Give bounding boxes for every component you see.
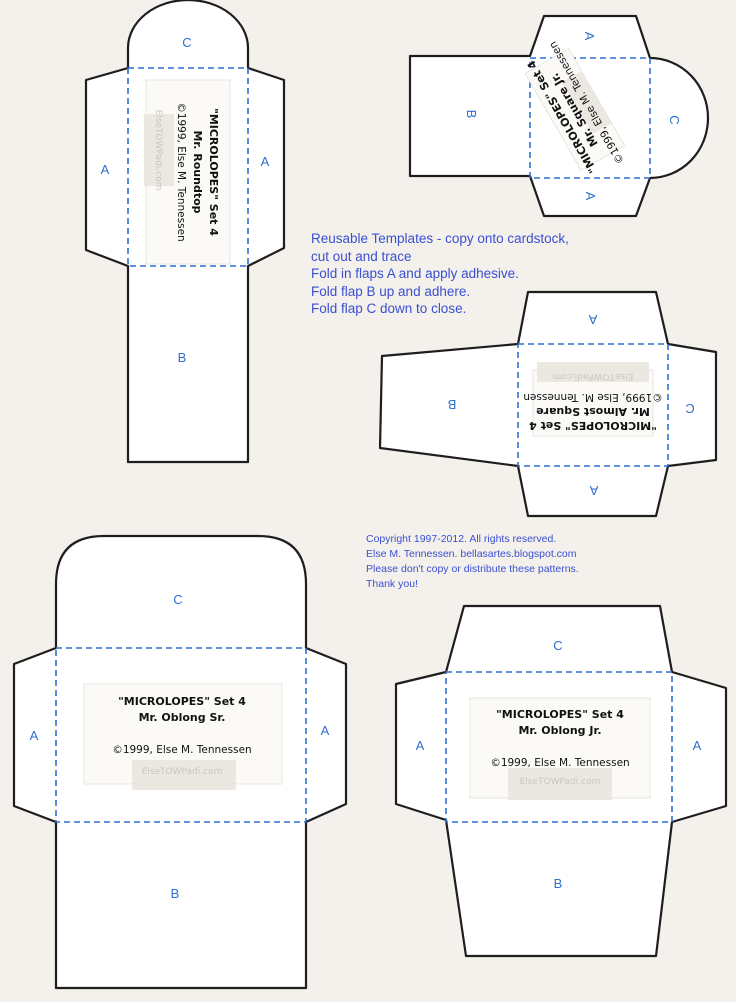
- almost-square-name-text: Mr. Almost Square: [536, 405, 650, 418]
- almost-square-credit-text: ©1999, Else M. Tennessen: [523, 391, 662, 403]
- roundtop-flap-a-left: A: [101, 162, 110, 177]
- instructions-block: Reusable Templates - copy onto cardstock…: [311, 230, 569, 318]
- roundtop-flap-c: C: [182, 35, 191, 50]
- roundtop-set-text: "MICROLOPES" Set 4: [207, 108, 220, 236]
- oblong-sr-credit-text: ©1999, Else M. Tennessen: [112, 744, 251, 756]
- oblong-jr-credit-text: ©1999, Else M. Tennessen: [490, 757, 629, 769]
- oblong-sr-stamp-text: ElseTOWPadi.com: [142, 767, 223, 777]
- template-oblong-jr: "MICROLOPES" Set 4 Mr. Oblong Jr. ©1999,…: [394, 604, 728, 958]
- almost-square-stamp-text: ElseTOWPadi.com: [553, 371, 634, 381]
- oblong-jr-fold-lines: [445, 671, 673, 823]
- square-jr-flap-a-bottom: A: [583, 192, 598, 201]
- oblong-jr-label-paper: [469, 697, 651, 799]
- template-square-jr: "MICROLOPES" Set 4 Mr. Square Jr. ©1999,…: [408, 14, 710, 218]
- roundtop-credit-text: ©1999, Else M. Tennessen: [175, 102, 187, 241]
- almost-square-set-text: "MICROLOPES" Set 4: [529, 419, 657, 432]
- square-jr-flap-b: B: [464, 110, 479, 119]
- copyright-line: Thank you!: [366, 578, 418, 590]
- oblong-jr-name-text: Mr. Oblong Jr.: [518, 724, 601, 737]
- template-oblong-sr: "MICROLOPES" Set 4 Mr. Oblong Sr. ©1999,…: [12, 534, 348, 990]
- roundtop-tape: [144, 114, 174, 186]
- almost-square-label: "MICROLOPES" Set 4 Mr. Almost Square ©19…: [523, 362, 663, 437]
- instruction-line: Fold flap B up and adhere.: [311, 283, 471, 299]
- roundtop-flap-a-right: A: [261, 154, 270, 169]
- oblong-sr-flap-a-left: A: [30, 728, 39, 743]
- square-jr-flap-c: C: [667, 115, 682, 124]
- oblong-sr-tape: [132, 760, 236, 790]
- roundtop-flap-b: B: [178, 350, 187, 365]
- square-jr-fold-lines: [529, 57, 651, 179]
- oblong-sr-label: "MICROLOPES" Set 4 Mr. Oblong Sr. ©1999,…: [83, 683, 283, 790]
- square-jr-label-paper: [524, 47, 626, 172]
- oblong-jr-flap-a-left: A: [416, 738, 425, 753]
- instruction-line: Fold flap C down to close.: [311, 301, 467, 316]
- instruction-line: Fold in flaps A and apply adhesive.: [311, 266, 519, 281]
- oblong-sr-flap-b: B: [171, 886, 180, 901]
- roundtop-stamp-text: ElseTOWPadi.com: [153, 110, 163, 191]
- oblong-jr-flap-a-right: A: [693, 738, 702, 753]
- oblong-sr-name-text: Mr. Oblong Sr.: [139, 711, 226, 724]
- template-almost-square: "MICROLOPES" Set 4 Mr. Almost Square ©19…: [378, 290, 718, 518]
- square-jr-tape: [562, 71, 612, 134]
- almost-square-flap-a-top: A: [588, 312, 597, 327]
- copyright-block: Copyright 1997-2012. All rights reserved…: [366, 532, 579, 592]
- roundtop-name-text: Mr. Roundtop: [191, 130, 204, 213]
- copyright-line: Please don't copy or distribute these pa…: [366, 563, 579, 575]
- oblong-jr-label: "MICROLOPES" Set 4 Mr. Oblong Jr. ©1999,…: [469, 697, 651, 800]
- roundtop-fold-lines: [127, 67, 249, 267]
- copyright-line: Else M. Tennessen. bellasartes.blogspot.…: [366, 548, 577, 560]
- oblong-jr-flap-c: C: [553, 638, 562, 653]
- oblong-sr-flap-c: C: [173, 592, 182, 607]
- almost-square-flap-b: B: [448, 397, 457, 412]
- instruction-line: Reusable Templates - copy onto cardstock…: [311, 231, 569, 246]
- oblong-jr-tape: [508, 768, 612, 800]
- copyright-line: Copyright 1997-2012. All rights reserved…: [366, 533, 557, 545]
- almost-square-flap-a-bottom: A: [589, 483, 598, 498]
- almost-square-flap-c: C: [685, 401, 694, 416]
- roundtop-label: "MICROLOPES" Set 4 Mr. Roundtop ©1999, E…: [144, 79, 231, 265]
- instruction-line: cut out and trace: [311, 248, 412, 264]
- oblong-jr-set-text: "MICROLOPES" Set 4: [496, 708, 624, 721]
- oblong-jr-stamp-text: ElseTOWPadi.com: [520, 777, 601, 787]
- oblong-jr-flap-b: B: [554, 876, 563, 891]
- oblong-sr-fold-lines: [55, 647, 307, 823]
- oblong-sr-flap-a-right: A: [321, 723, 330, 738]
- template-roundtop: "MICROLOPES" Set 4 Mr. Roundtop ©1999, E…: [84, 0, 286, 464]
- oblong-sr-set-text: "MICROLOPES" Set 4: [118, 695, 246, 708]
- almost-square-tape: [537, 362, 649, 382]
- square-jr-flap-a-top: A: [582, 32, 597, 41]
- almost-square-fold-lines: [517, 343, 669, 467]
